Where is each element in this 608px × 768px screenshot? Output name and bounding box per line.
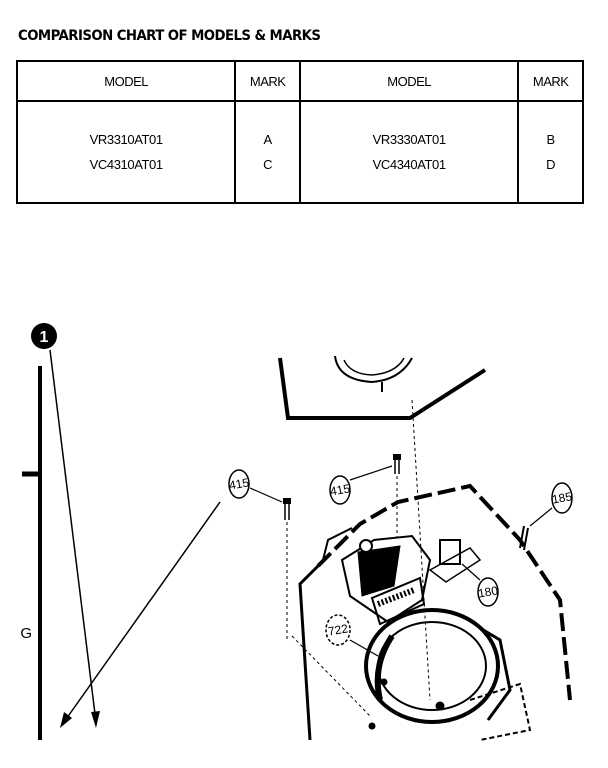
callout-center-screw-label: 415 xyxy=(329,481,351,498)
callout-left-screw-label: 415 xyxy=(228,475,250,492)
step-marker-label: 1 xyxy=(40,329,49,346)
callout-ring-label: 722 xyxy=(327,621,349,638)
chart-title: COMPARISON CHART OF MODELS & MARKS xyxy=(18,28,321,44)
mark-cell: A xyxy=(235,101,301,151)
model-cell: VC4340AT01 xyxy=(299,151,520,203)
header-model: MODEL xyxy=(299,61,520,102)
callout-ring: 722 xyxy=(325,614,379,657)
right-pin xyxy=(519,525,529,551)
side-letter: G xyxy=(20,625,32,642)
mark-cell: B xyxy=(546,132,556,147)
callout-right-part: 185 xyxy=(529,482,573,527)
step-marker: 1 xyxy=(31,323,57,349)
model-cell: VC4310AT01 xyxy=(17,151,237,203)
callout-bracket: 180 xyxy=(461,563,499,607)
upper-housing xyxy=(278,355,487,420)
callout-left-screw: 415 xyxy=(228,469,283,503)
header-mark: MARK xyxy=(235,61,301,102)
callout-bracket-label: 180 xyxy=(477,583,499,600)
table-row: VC4310AT01 C VC4340AT01 D xyxy=(17,151,583,203)
callout-center-screw: 415 xyxy=(329,465,393,505)
table-row: VR3310AT01 A VR3330AT01 B xyxy=(17,101,583,151)
table-header-row: MODEL MARK MODEL MARK xyxy=(17,61,583,102)
assembly-guide-lines xyxy=(291,399,431,717)
reference-bar: G xyxy=(20,366,42,740)
mark-cell: D xyxy=(546,157,556,172)
model-cell: VR3310AT01 xyxy=(17,101,237,151)
header-mark: MARK xyxy=(518,61,583,102)
callout-right-part-label: 185 xyxy=(551,489,573,506)
gear-mechanism xyxy=(340,534,482,626)
header-model: MODEL xyxy=(17,61,237,102)
guide-arrows xyxy=(49,349,221,728)
mark-cell: C xyxy=(235,151,301,203)
models-table: MODEL MARK MODEL MARK VR3310AT01 A VR333… xyxy=(16,60,584,204)
left-screw xyxy=(283,498,291,640)
ring-assembly xyxy=(364,608,532,741)
model-cell: VR3330AT01 xyxy=(299,101,520,151)
center-screw xyxy=(393,454,401,540)
base-plate xyxy=(298,483,572,741)
